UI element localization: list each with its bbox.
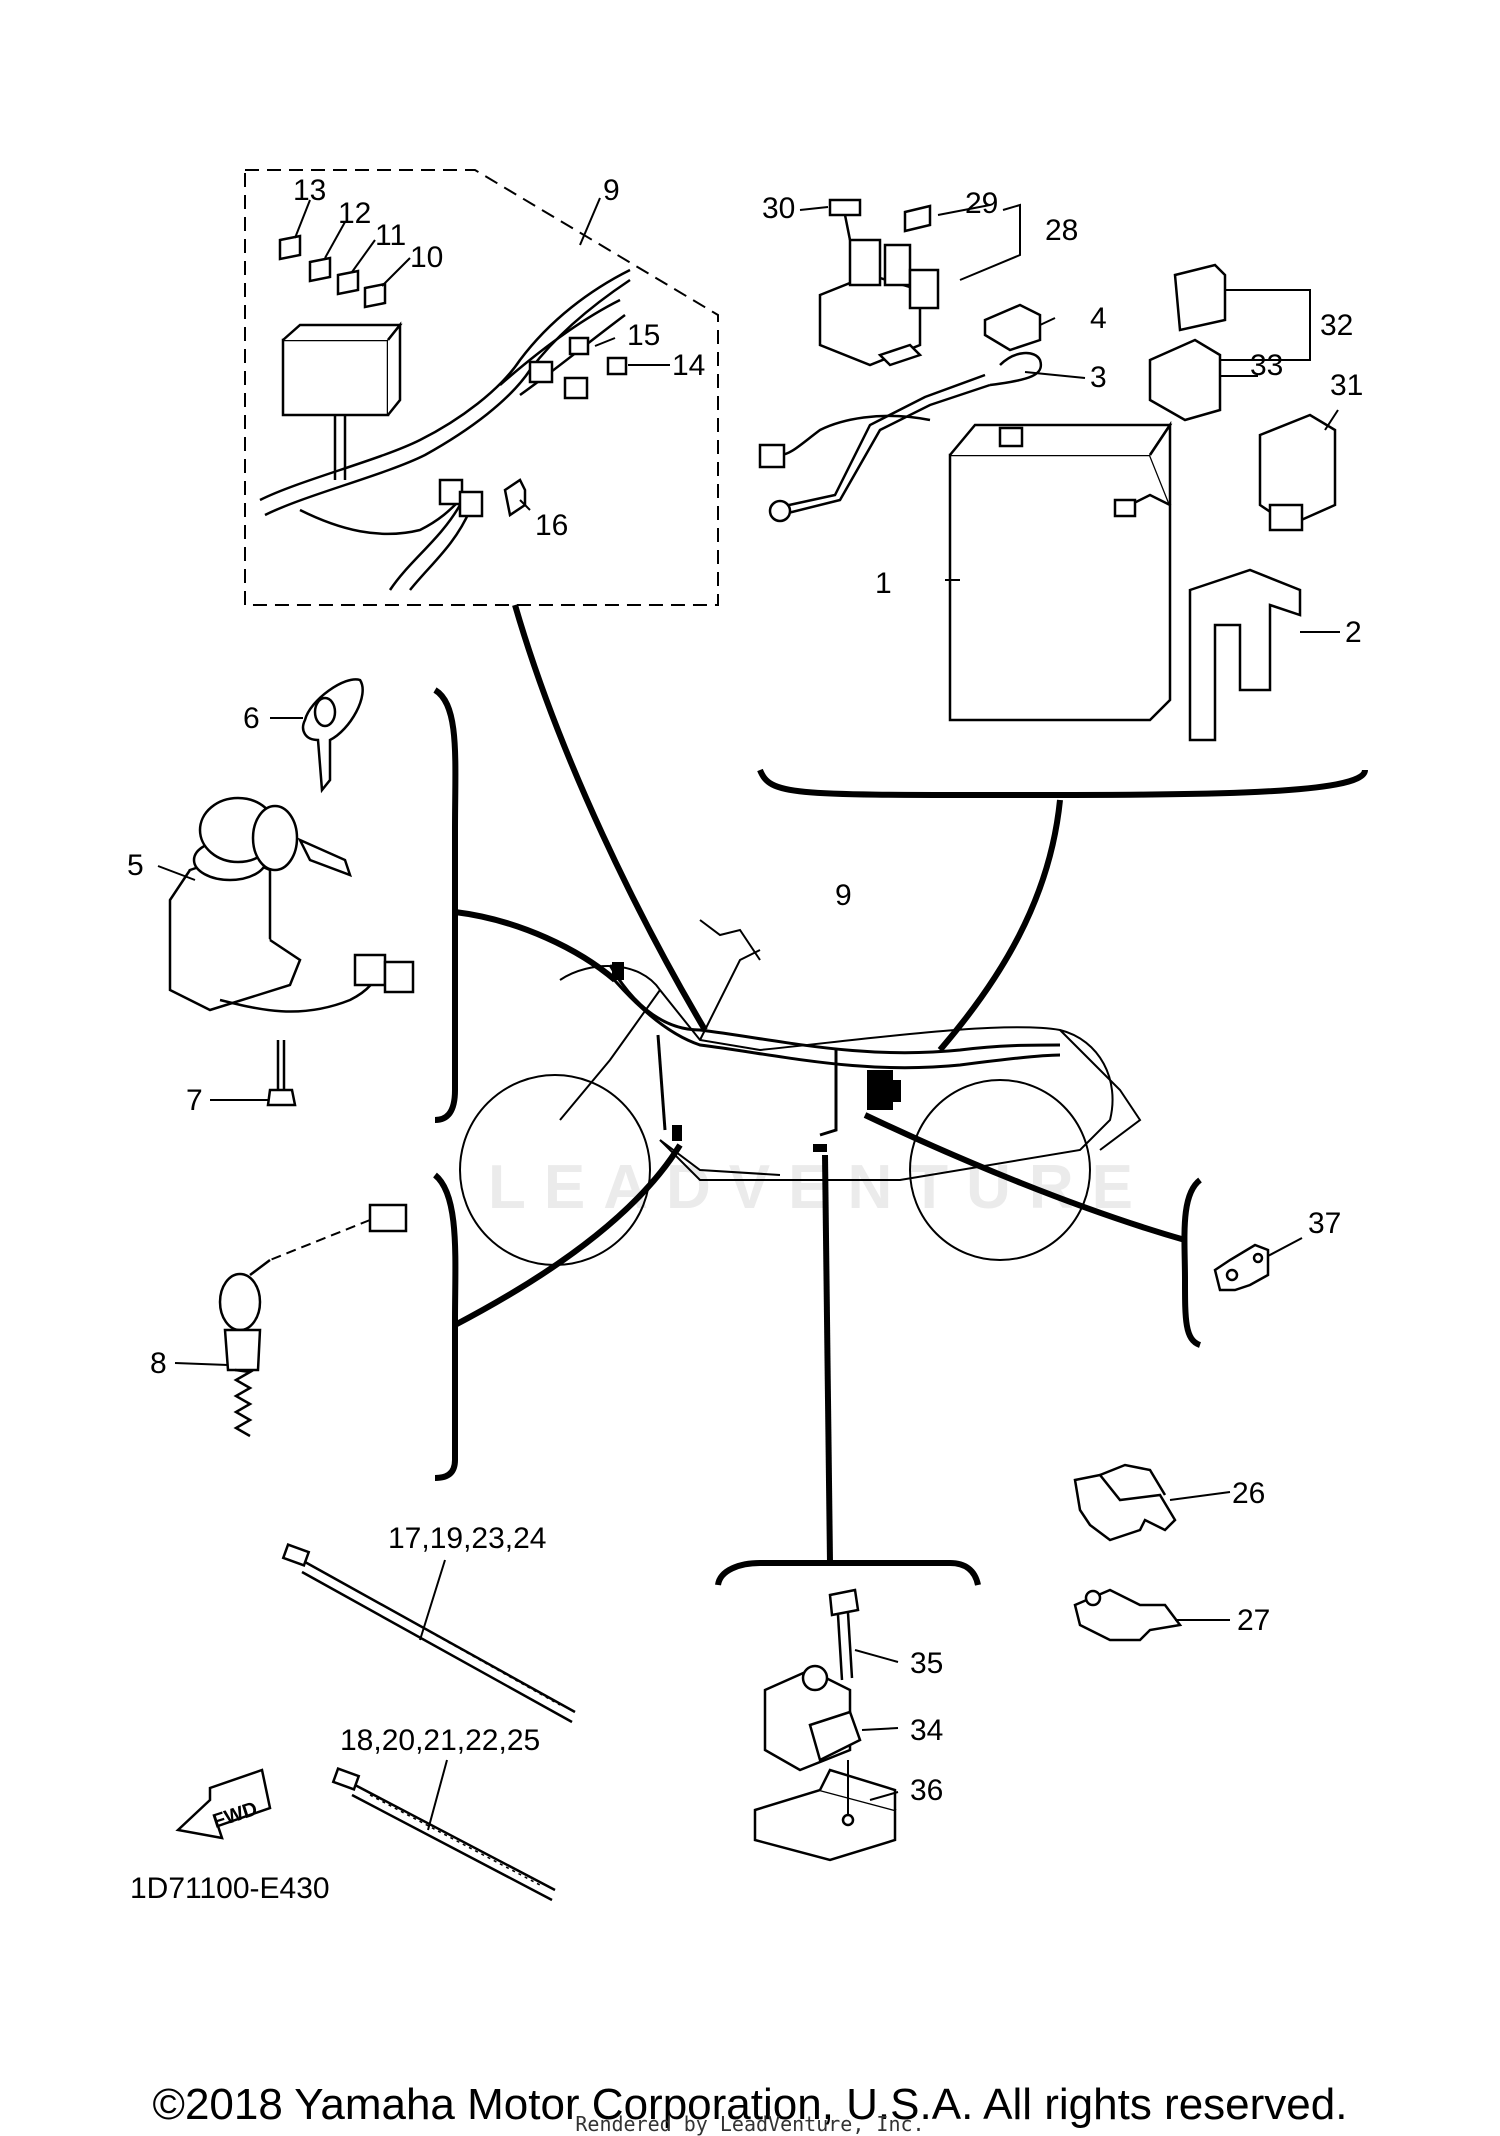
neutral-switch-group [174,1203,408,1438]
callout-28: 28 [1045,214,1078,247]
callout-12: 12 [338,197,371,230]
harness-detail-parts [259,197,670,591]
callout-33: 33 [1250,349,1283,382]
copyright-notice: ©2018 Yamaha Motor Corporation, U.S.A. A… [152,2080,1348,2129]
callout-7: 7 [186,1084,203,1117]
harness-detail-box [244,169,719,606]
callout-29: 29 [965,187,998,220]
watermark-text: LEADVENTURE [488,1153,1151,1222]
sensor-bracket [715,1560,981,1586]
rendered-by-credit: Rendered by LeadVenture, Inc. [575,2112,925,2136]
sensor-group [753,1588,899,1862]
callout-31: 31 [1330,369,1363,402]
callout-1: 1 [875,567,892,600]
cable-tie-short [331,1759,556,1902]
bracket-37-group [1213,1237,1303,1292]
clamp-26-group [1073,1463,1231,1542]
callout-30: 30 [762,192,795,225]
callout-9-top: 9 [603,174,620,207]
callout-14: 14 [672,349,705,382]
main-switch-group [157,678,415,1107]
battery-group [758,198,1340,742]
main-switch-bracket [433,687,459,1123]
callout-ties-18-20-21-22-25: 18,20,21,22,25 [340,1724,540,1757]
cable-tie-long [281,1543,576,1724]
callout-3: 3 [1090,361,1107,394]
callout-34: 34 [910,1714,943,1747]
neutral-switch-leader [453,1143,683,1328]
harness-box-leader [512,604,708,1032]
main-switch-leader [454,909,617,983]
sensor-leader [822,1154,833,1564]
callout-26: 26 [1232,1477,1265,1510]
callout-15: 15 [627,319,660,352]
callout-2: 2 [1345,616,1362,649]
callout-37: 37 [1308,1207,1341,1240]
callout-ties-17-19-23-24: 17,19,23,24 [388,1522,546,1555]
battery-leader [937,799,1063,1052]
clamp-27-group [1073,1588,1230,1642]
callout-13: 13 [293,174,326,207]
fwd-arrow: FWD [175,1768,272,1840]
callout-35: 35 [910,1647,943,1680]
neutral-switch-bracket [432,1172,459,1481]
drawing-code: 1D71100-E430 [130,1872,330,1905]
bracket-37-leader [863,1112,1186,1243]
callout-11: 11 [375,219,406,252]
battery-bracket [757,768,1368,798]
wire-harness-9 [608,962,1061,1152]
callout-32: 32 [1320,309,1353,342]
callout-4: 4 [1090,302,1107,335]
callout-labels: 1 2 3 4 5 6 7 8 9 9 10 11 12 13 14 15 16… [127,174,1363,1905]
callout-5: 5 [127,849,144,882]
callout-27: 27 [1237,1604,1270,1637]
callout-36: 36 [910,1774,943,1807]
callout-10: 10 [410,241,443,274]
callout-8: 8 [150,1347,167,1380]
callout-6: 6 [243,702,260,735]
callout-9-harness: 9 [835,879,852,912]
bracket-37-frame [1181,1177,1203,1348]
callout-16: 16 [535,509,568,542]
